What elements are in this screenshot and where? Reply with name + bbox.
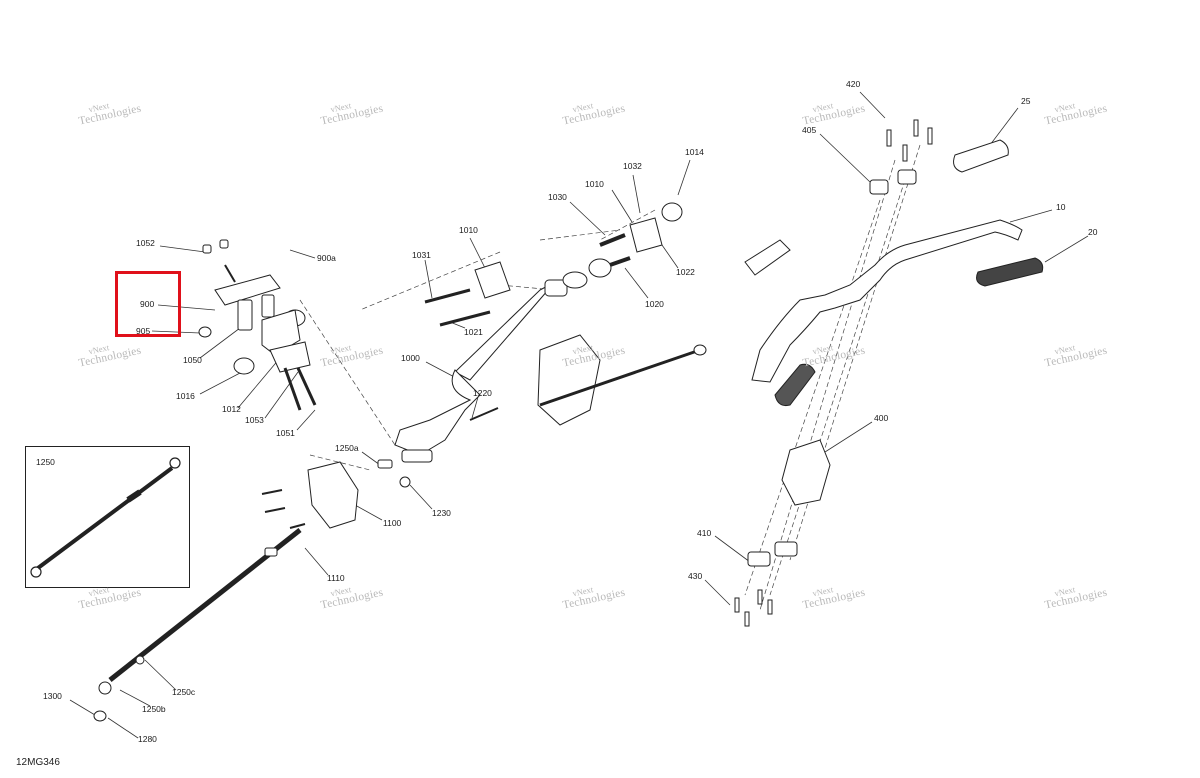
part-callout: 1022 [676, 267, 695, 277]
detail-inset-frame [25, 446, 190, 588]
part-callout: 25 [1021, 96, 1031, 106]
part-callout: 430 [688, 571, 703, 581]
part-callout: 400 [874, 413, 889, 423]
part-callout: 1010 [585, 179, 604, 189]
part-callout: 1031 [412, 250, 431, 260]
part-callout: 1014 [685, 147, 704, 157]
part-callout: 900a [317, 253, 336, 263]
highlight-box [115, 271, 181, 337]
part-callout: 1032 [623, 161, 642, 171]
part-callout: 1300 [43, 691, 62, 701]
part-callout: 405 [802, 125, 817, 135]
part-callout: 905 [136, 326, 151, 336]
part-callout: 10 [1056, 202, 1066, 212]
part-callout: 1050 [183, 355, 202, 365]
part-callout: 1016 [176, 391, 195, 401]
part-callout: 1010 [459, 225, 478, 235]
part-callout: 1053 [245, 415, 264, 425]
part-callout: 1250 [36, 457, 55, 467]
part-callout: 1051 [276, 428, 295, 438]
part-callout: 1280 [138, 734, 157, 744]
part-callout: 900 [140, 299, 155, 309]
diagram-reference: 12MG346 [16, 757, 60, 768]
part-callout: 420 [846, 79, 861, 89]
part-callout: 1250b [142, 704, 166, 714]
part-callout: 20 [1088, 227, 1098, 237]
part-callout: 1230 [432, 508, 451, 518]
part-callout: 1250a [335, 443, 359, 453]
part-callout: 410 [697, 528, 712, 538]
part-callout: 1100 [383, 518, 402, 528]
part-callout: 1250c [172, 687, 196, 697]
part-callout: 1110 [327, 573, 345, 583]
part-callout: 1012 [222, 404, 241, 414]
part-callout: 1030 [548, 192, 567, 202]
part-callout: 1020 [645, 299, 664, 309]
part-callout: 1021 [464, 327, 483, 337]
part-callout: 1052 [136, 238, 155, 248]
part-callout: 1220 [473, 388, 492, 398]
part-callout: 1000 [401, 353, 420, 363]
